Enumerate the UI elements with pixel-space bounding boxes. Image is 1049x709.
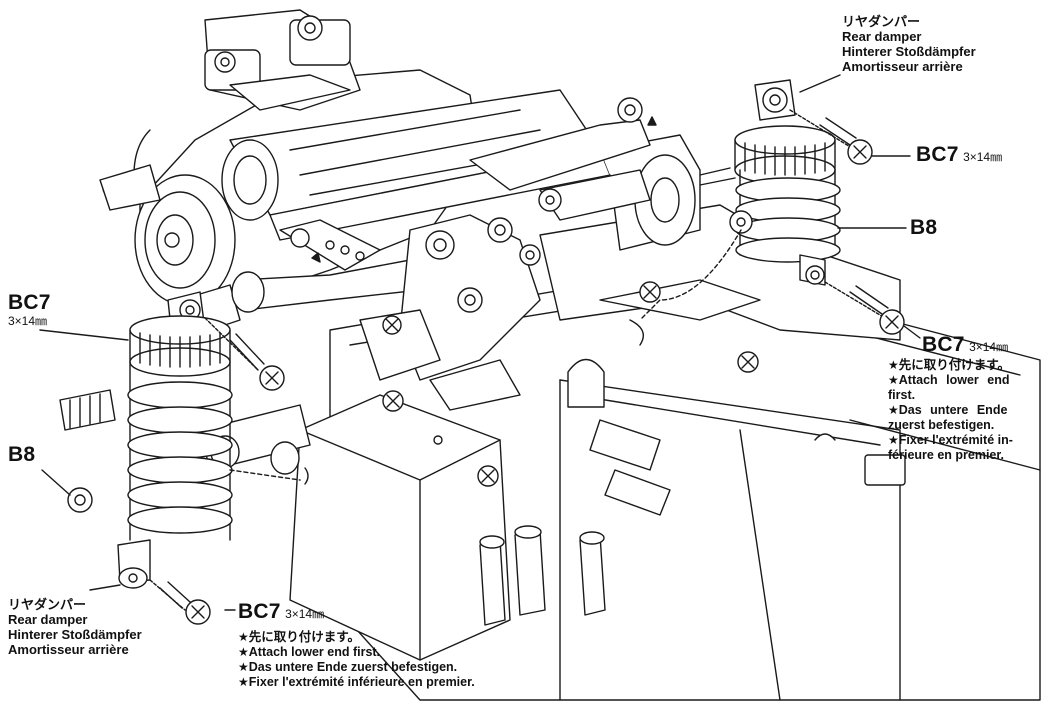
note-fr: Fixer l'extrémité inférieure en premier.	[238, 675, 475, 690]
part-code: BC7	[8, 291, 51, 314]
b8-label-left: B8	[8, 443, 35, 467]
assembly-note-bottom: 先に取り付けます。 Attach lower end first. Das un…	[238, 630, 475, 690]
bc7-label-bottom: BC7 3×14㎜	[238, 600, 324, 624]
note-jp: 先に取り付けます。	[888, 358, 1046, 373]
rear-damper-en: Rear damper	[842, 29, 922, 44]
note-jp: 先に取り付けます。	[238, 630, 475, 645]
rear-damper-fr: Amortisseur arrière	[842, 59, 963, 74]
left-rear-damper	[68, 292, 232, 588]
right-screws	[790, 110, 904, 334]
note-en-cont: first.	[888, 388, 916, 402]
rear-damper-de: Hinterer Stoßdämpfer	[842, 44, 976, 59]
rear-damper-jp: リヤダンパー	[8, 597, 87, 612]
note-de-cont: zuerst befestigen.	[888, 418, 995, 432]
note-de: Das untere Ende zuerst befestigen.	[238, 660, 475, 675]
part-size: 3×14㎜	[285, 607, 325, 621]
suspension-links	[238, 98, 650, 410]
bc7-label-top-right: BC7 3×14㎜	[916, 143, 1002, 167]
note-fr: Fixer l'extrémité in-	[888, 433, 1046, 448]
rear-damper-fr: Amortisseur arrière	[8, 642, 129, 657]
part-size: 3×14㎜	[8, 313, 48, 328]
part-code: B8	[910, 216, 938, 239]
bc7-label-mid-right: BC7 3×14㎜	[922, 333, 1008, 357]
leader-lines	[40, 75, 920, 610]
b8-label-right: B8	[910, 216, 937, 240]
part-size: 3×14㎜	[963, 150, 1003, 164]
bottom-posts	[480, 526, 605, 625]
right-rear-damper	[730, 80, 840, 285]
rear-damper-jp: リヤダンパー	[842, 14, 921, 29]
left-screws	[150, 318, 284, 624]
note-fr-cont: férieure en premier.	[888, 448, 1005, 462]
part-size: 3×14㎜	[969, 340, 1009, 354]
note-de: Das untere Ende	[888, 403, 1046, 418]
part-code: BC7	[922, 333, 965, 356]
part-code: BC7	[238, 600, 281, 623]
rear-damper-label-bottom-left: リヤダンパー Rear damper Hinterer Stoßdämpfer …	[8, 597, 142, 657]
rear-damper-en: Rear damper	[8, 612, 88, 627]
bc7-label-left: BC7 3×14㎜	[8, 291, 51, 328]
assembly-note-right: 先に取り付けます。 Attach lower end first. Das un…	[888, 358, 1046, 463]
rear-damper-de: Hinterer Stoßdämpfer	[8, 627, 142, 642]
part-code: B8	[8, 443, 36, 466]
rear-block	[290, 391, 510, 660]
rear-damper-label-top-right: リヤダンパー Rear damper Hinterer Stoßdämpfer …	[842, 14, 976, 74]
note-en: Attach lower end first.	[238, 645, 475, 660]
part-code: BC7	[916, 143, 959, 166]
note-en: Attach lower end	[888, 373, 1046, 388]
